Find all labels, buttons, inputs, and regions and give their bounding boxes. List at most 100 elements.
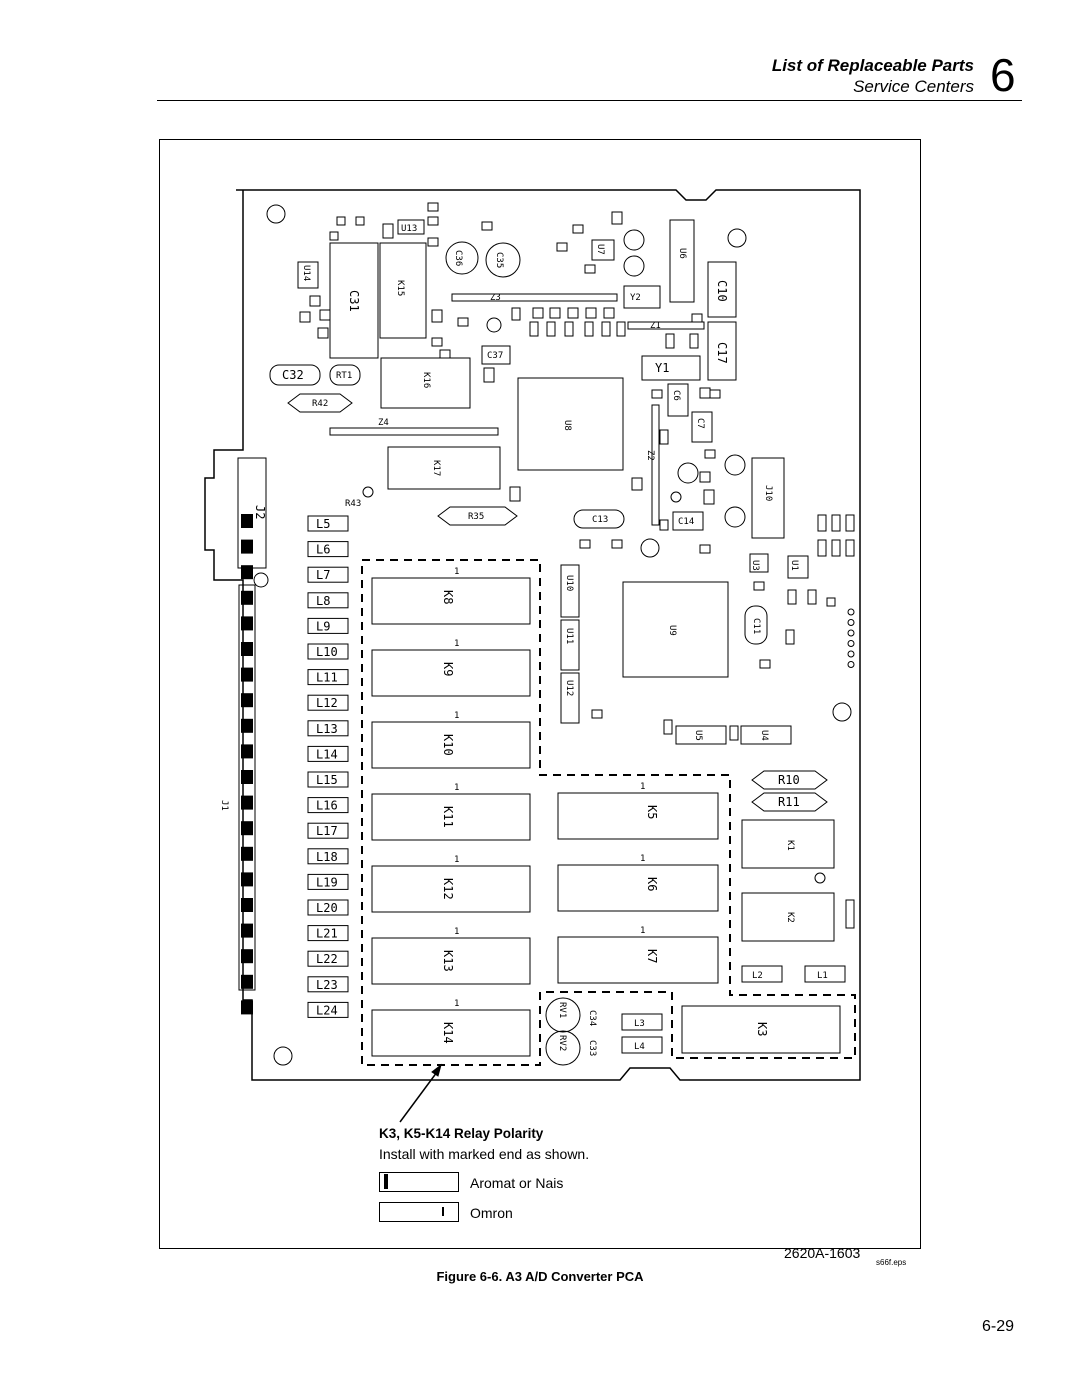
c7-label: C17 — [715, 342, 729, 364]
header-title: List of Replaceable Parts — [771, 56, 974, 75]
polarity-note-title: K3, K5-K14 Relay Polarity — [379, 1126, 544, 1141]
inductor-l2 — [741, 965, 783, 983]
j1-pin — [241, 667, 253, 682]
relay-box — [371, 1009, 531, 1057]
j1-pin — [241, 565, 253, 580]
small-part — [631, 477, 643, 491]
small-part — [355, 216, 365, 226]
j1-pin — [241, 1000, 253, 1015]
r43-label: R43 — [345, 499, 361, 509]
j1-pin — [241, 539, 253, 554]
small-part — [511, 307, 521, 321]
inductor-box — [307, 643, 349, 660]
r43 — [362, 486, 374, 498]
small-part — [431, 309, 443, 323]
inductor-box — [307, 720, 349, 737]
relay-label: K9 — [441, 662, 455, 676]
relay-k16-label: K16 — [421, 372, 431, 388]
u8-label: U8 — [562, 420, 572, 431]
l2-label: L2 — [752, 971, 763, 981]
small-part — [699, 544, 711, 554]
c10 — [641, 355, 701, 381]
r42-label: R42 — [312, 399, 328, 409]
small-part — [427, 237, 439, 247]
small-part — [603, 307, 615, 319]
test-points — [847, 608, 855, 668]
u11-chip — [560, 619, 580, 671]
l1-label: L1 — [817, 971, 828, 981]
relay-k15-label: K15 — [395, 280, 405, 296]
relay-box — [371, 865, 531, 913]
u3-label: U3 — [750, 560, 760, 571]
pin1-mark: 1 — [454, 999, 459, 1009]
small-part — [509, 486, 521, 502]
inductor-box — [307, 566, 349, 583]
y2-crystal — [573, 509, 625, 529]
small-part — [611, 211, 623, 225]
board-outline — [204, 189, 861, 1081]
small-components — [299, 202, 855, 929]
c6 — [707, 261, 737, 318]
small-part — [481, 221, 493, 231]
c17 — [623, 285, 661, 309]
j1-label: J1 — [219, 800, 229, 811]
relay-label: K10 — [441, 734, 455, 756]
relay-box — [371, 721, 531, 769]
test-point — [847, 650, 855, 658]
rt1-label: RT1 — [336, 371, 352, 381]
inductor-label: L19 — [316, 875, 338, 889]
inductor-label: L11 — [316, 671, 338, 685]
test-point — [847, 629, 855, 637]
vr1 — [670, 491, 682, 503]
inductor-box — [307, 694, 349, 711]
small-part — [665, 333, 675, 349]
inductor-label: L5 — [316, 517, 330, 531]
relay-k16 — [380, 357, 471, 409]
relay-label: K14 — [441, 1022, 455, 1044]
c26-label: C35 — [494, 252, 504, 268]
inductor-label: L22 — [316, 952, 338, 966]
c10-label: Y1 — [655, 361, 669, 375]
rv1 — [545, 997, 581, 1033]
small-part — [336, 216, 346, 226]
u13-chip — [397, 219, 425, 235]
j10-label: J10 — [763, 485, 773, 501]
small-part — [299, 311, 311, 323]
small-part — [659, 429, 669, 445]
arrow-line — [399, 1067, 441, 1123]
relay-label: K6 — [645, 877, 659, 891]
small-part — [759, 659, 771, 669]
u3-chip — [749, 553, 769, 573]
small-part — [663, 719, 673, 735]
relay-box — [557, 936, 719, 984]
page-number: 6-29 — [982, 1318, 1015, 1335]
u13-label: U13 — [401, 224, 417, 234]
rv2-label: RV2 — [557, 1035, 567, 1051]
c14 — [667, 383, 689, 417]
small-part — [611, 539, 623, 549]
c17-label: Y2 — [630, 293, 641, 303]
inductor-label: L15 — [316, 773, 338, 787]
small-part — [817, 539, 827, 557]
blk-label: C33 — [587, 1040, 597, 1056]
y2-label: C13 — [592, 515, 608, 525]
legend-aromat-label: Aromat or Nais — [470, 1175, 564, 1191]
r10-label: R10 — [778, 773, 800, 787]
inductor-label: L12 — [316, 696, 338, 710]
rv2 — [545, 1030, 581, 1066]
u1-label: U1 — [789, 560, 799, 571]
rv1-label: RV1 — [557, 1002, 567, 1018]
inductor-label: L10 — [316, 645, 338, 659]
c11-label: C7 — [695, 418, 705, 429]
small-part — [564, 321, 574, 337]
inductor-box — [307, 515, 349, 532]
u1-chip — [787, 555, 809, 579]
small-part — [699, 471, 711, 483]
j1-pin — [241, 590, 253, 605]
j1-pin — [241, 923, 253, 938]
u11-label: U11 — [564, 628, 574, 644]
relay-label: K7 — [645, 949, 659, 963]
arrow-head — [431, 1063, 442, 1077]
r13 — [814, 872, 826, 884]
